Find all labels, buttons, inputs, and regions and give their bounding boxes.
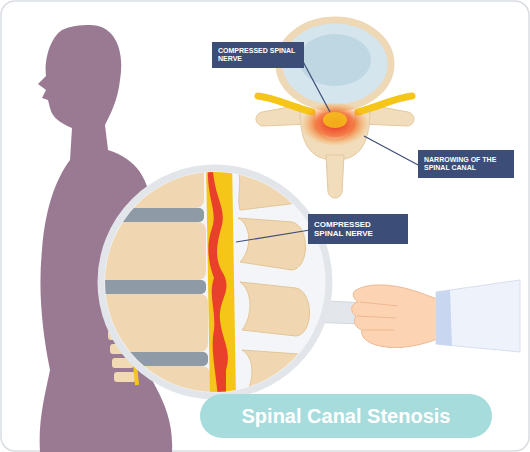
disc [98, 280, 206, 294]
leader-line [300, 56, 330, 112]
leader-line [364, 136, 420, 166]
vertebra [114, 372, 136, 382]
vertebral-body [98, 222, 206, 280]
spinal-cord-section [323, 112, 347, 128]
callout-text: COMPRESSED SPINAL NERVE [314, 220, 402, 238]
posterior-arch [240, 282, 310, 336]
title-pill: Spinal Canal Stenosis [200, 394, 492, 438]
spinal-cord [206, 160, 236, 400]
hand-skin [352, 285, 440, 348]
callout-box: NARROWING OF THE SPINAL CANAL [418, 150, 514, 178]
cuff [436, 290, 452, 346]
spine-closeup [95, 150, 345, 424]
canal-narrowing [301, 102, 369, 146]
callout-content: COMPRESSED SPINAL NERVE [314, 220, 402, 238]
disc [96, 208, 204, 222]
hand [352, 280, 520, 352]
spinous-process [326, 155, 344, 198]
posterior-arch [238, 218, 306, 270]
lens-background [95, 160, 345, 400]
callout-text: NARROWING OF THE SPINAL CANAL [424, 156, 508, 172]
vertebral-body [102, 366, 210, 424]
posterior-arch [236, 160, 301, 210]
title-text: Spinal Canal Stenosis [242, 405, 451, 428]
callout-box: COMPRESSED SPINAL NERVE [212, 42, 304, 68]
callout-box: COMPRESSED SPINAL NERVE [308, 214, 408, 244]
callout-content: COMPRESSED SPINAL NERVE [218, 47, 298, 63]
vertebral-body [100, 294, 208, 352]
callout-content: NARROWING OF THE SPINAL CANAL [424, 156, 508, 172]
nucleus [299, 34, 371, 86]
leader-line [236, 230, 310, 242]
callout-text: COMPRESSED SPINAL NERVE [218, 47, 298, 63]
vertebral-body [96, 150, 204, 208]
nerve-compression [208, 160, 228, 400]
finger-lines [357, 302, 398, 330]
sleeve [436, 280, 520, 352]
disc [100, 352, 208, 366]
